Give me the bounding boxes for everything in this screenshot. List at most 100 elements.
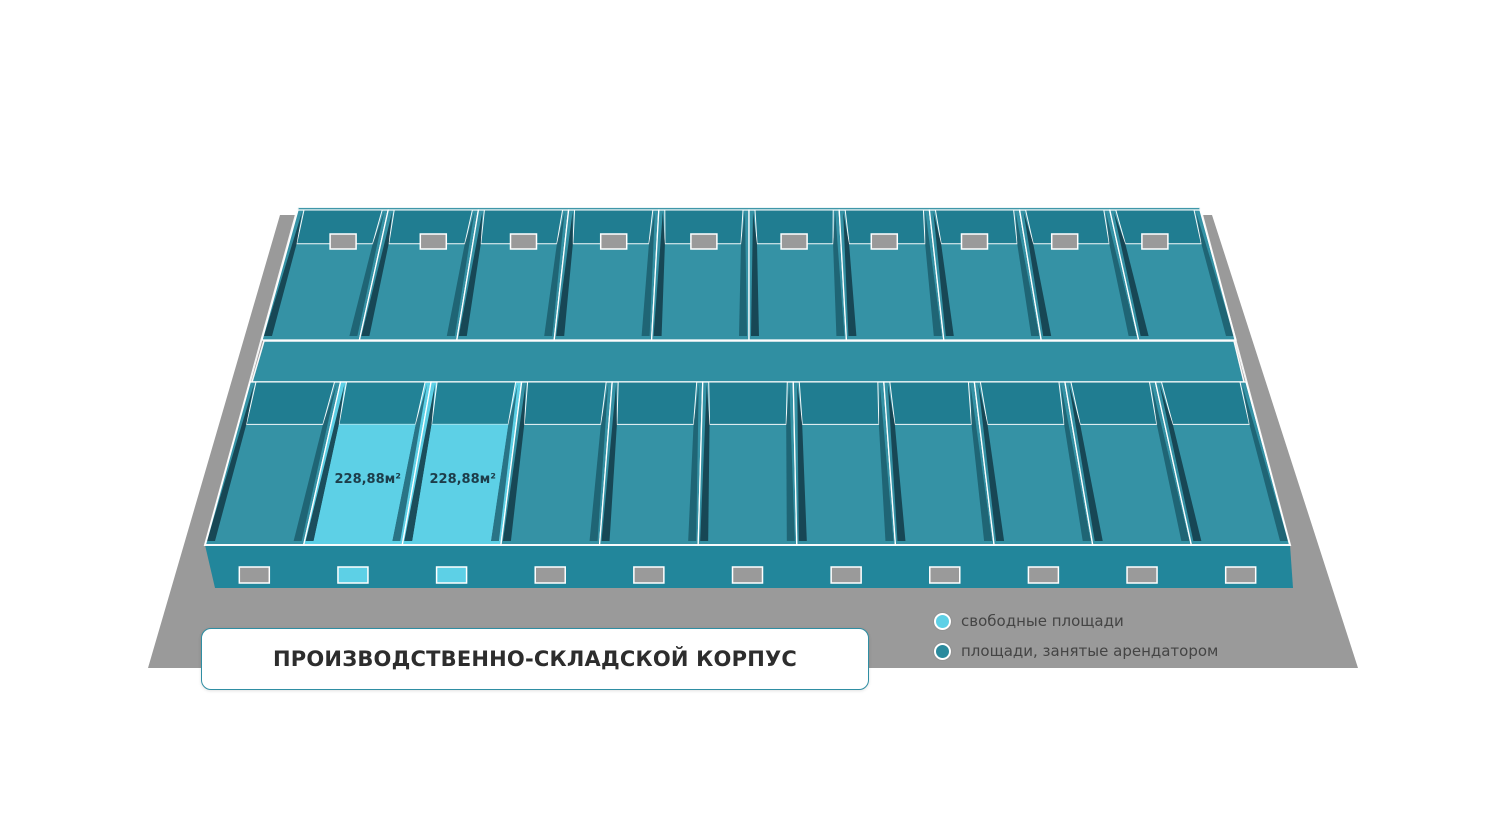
unit-side-wall-right <box>1196 212 1234 336</box>
legend-label-free: свободные площади <box>961 612 1124 630</box>
unit-side-wall <box>556 212 573 336</box>
unit-side-wall <box>502 384 526 541</box>
bottom-row-unit-6[interactable] <box>697 381 798 584</box>
top-row-unit-7[interactable] <box>838 209 945 341</box>
unit-free-floor <box>412 424 509 541</box>
unit-gate-icon <box>435 566 468 584</box>
unit-side-wall-right <box>446 212 475 336</box>
top-row-unit-6[interactable] <box>748 209 848 341</box>
unit-side-wall <box>700 384 710 541</box>
unit-gate-icon <box>1141 233 1169 250</box>
unit-side-wall <box>887 384 906 541</box>
unit-side-wall <box>1159 384 1202 541</box>
unit-back-wall <box>889 381 973 425</box>
top-row-unit-10[interactable] <box>1108 209 1237 341</box>
unit-side-wall <box>1068 384 1103 541</box>
unit-gate-icon <box>780 233 808 250</box>
unit-back-wall <box>798 381 880 425</box>
unit-side-wall-right <box>688 384 699 541</box>
bottom-row-unit-9[interactable] <box>973 381 1094 584</box>
corridor <box>250 340 1245 383</box>
unit-side-wall-right <box>589 384 609 541</box>
bottom-row-unit-3[interactable]: 228,88м² <box>401 381 523 584</box>
unit-side-wall <box>843 212 857 336</box>
unit-area-label: 228,88м² <box>334 472 401 487</box>
unit-gate-icon <box>633 566 665 584</box>
unit-gate-icon <box>599 233 628 250</box>
unit-back-wall <box>979 381 1065 425</box>
unit-side-wall-right <box>490 384 518 541</box>
unit-back-wall <box>338 381 426 425</box>
bottom-row-unit-8[interactable] <box>883 381 995 584</box>
legend-item-free: свободные площади <box>934 606 1218 636</box>
unit-side-wall-right <box>392 384 428 541</box>
unit-side-wall-right <box>1151 384 1190 541</box>
unit-back-wall <box>431 381 517 425</box>
unit-back-wall <box>245 381 336 425</box>
unit-side-wall-right <box>1105 212 1137 336</box>
unit-gate-icon <box>960 233 989 250</box>
unit-side-wall-right <box>293 384 337 541</box>
unit-side-wall-right <box>970 384 993 541</box>
top-row-unit-1[interactable] <box>261 209 390 341</box>
legend-dot-free-icon <box>934 612 951 630</box>
unit-gate-icon <box>731 566 764 584</box>
unit-gate-icon <box>1050 233 1079 250</box>
unit-gate-icon <box>1224 566 1257 584</box>
unit-side-wall-right <box>833 212 845 336</box>
bottom-row-unit-5[interactable] <box>598 381 704 584</box>
top-row-units <box>261 209 1237 341</box>
unit-side-wall-right <box>925 212 942 336</box>
unit-side-wall <box>933 212 954 336</box>
top-row-unit-8[interactable] <box>928 209 1042 341</box>
unit-gate-icon <box>929 566 961 584</box>
unit-side-wall-right <box>786 384 795 541</box>
unit-gate-icon <box>329 233 357 250</box>
bottom-row-unit-11[interactable] <box>1154 381 1291 584</box>
unit-side-wall-right <box>1242 384 1288 541</box>
unit-back-wall <box>708 381 788 425</box>
bottom-row-unit-2[interactable]: 228,88м² <box>302 381 432 584</box>
top-row-unit-9[interactable] <box>1018 209 1140 341</box>
unit-gate-icon <box>337 566 369 584</box>
top-row-unit-4[interactable] <box>553 209 660 341</box>
unit-gate-icon <box>419 233 448 250</box>
unit-side-wall <box>305 384 345 541</box>
building-outline <box>203 206 1292 546</box>
top-row-unit-3[interactable] <box>456 209 570 341</box>
bottom-row-unit-10[interactable] <box>1064 381 1193 584</box>
unit-side-wall-right <box>544 212 565 336</box>
unit-gate-icon <box>830 566 862 584</box>
bottom-row-unit-4[interactable] <box>500 381 613 584</box>
unit-gate-icon <box>1027 566 1060 584</box>
unit-side-wall <box>653 212 665 336</box>
unit-back-wall <box>523 381 607 425</box>
top-row-unit-5[interactable] <box>650 209 750 341</box>
unit-gate-icon <box>509 233 538 250</box>
unit-side-wall-right <box>641 212 655 336</box>
unit-side-wall <box>458 212 483 336</box>
title-box: ПРОИЗВОДСТВЕННО-СКЛАДСКОЙ КОРПУС <box>201 628 869 690</box>
unit-side-wall-right <box>878 384 894 541</box>
unit-side-wall-right <box>1015 212 1040 336</box>
unit-side-wall <box>601 384 617 541</box>
legend: свободные площади площади, занятые аренд… <box>934 606 1218 666</box>
building-title: ПРОИЗВОДСТВЕННО-СКЛАДСКОЙ КОРПУС <box>273 647 797 671</box>
unit-side-wall-right <box>349 212 385 336</box>
legend-item-occupied: площади, занятые арендатором <box>934 636 1218 666</box>
unit-side-wall <box>404 384 436 541</box>
unit-back-wall <box>616 381 698 425</box>
unit-gate-icon <box>534 566 566 584</box>
unit-side-wall <box>1113 212 1149 336</box>
unit-side-wall <box>264 212 302 336</box>
unit-back-wall <box>1160 381 1251 425</box>
bottom-row-unit-7[interactable] <box>792 381 897 584</box>
unit-side-wall <box>207 384 254 541</box>
unit-gate-icon <box>690 233 718 250</box>
unit-side-wall <box>751 212 759 336</box>
unit-gate-icon <box>238 566 271 584</box>
legend-dot-occupied-icon <box>934 642 951 660</box>
unit-side-wall <box>361 212 393 336</box>
unit-side-wall <box>797 384 807 541</box>
